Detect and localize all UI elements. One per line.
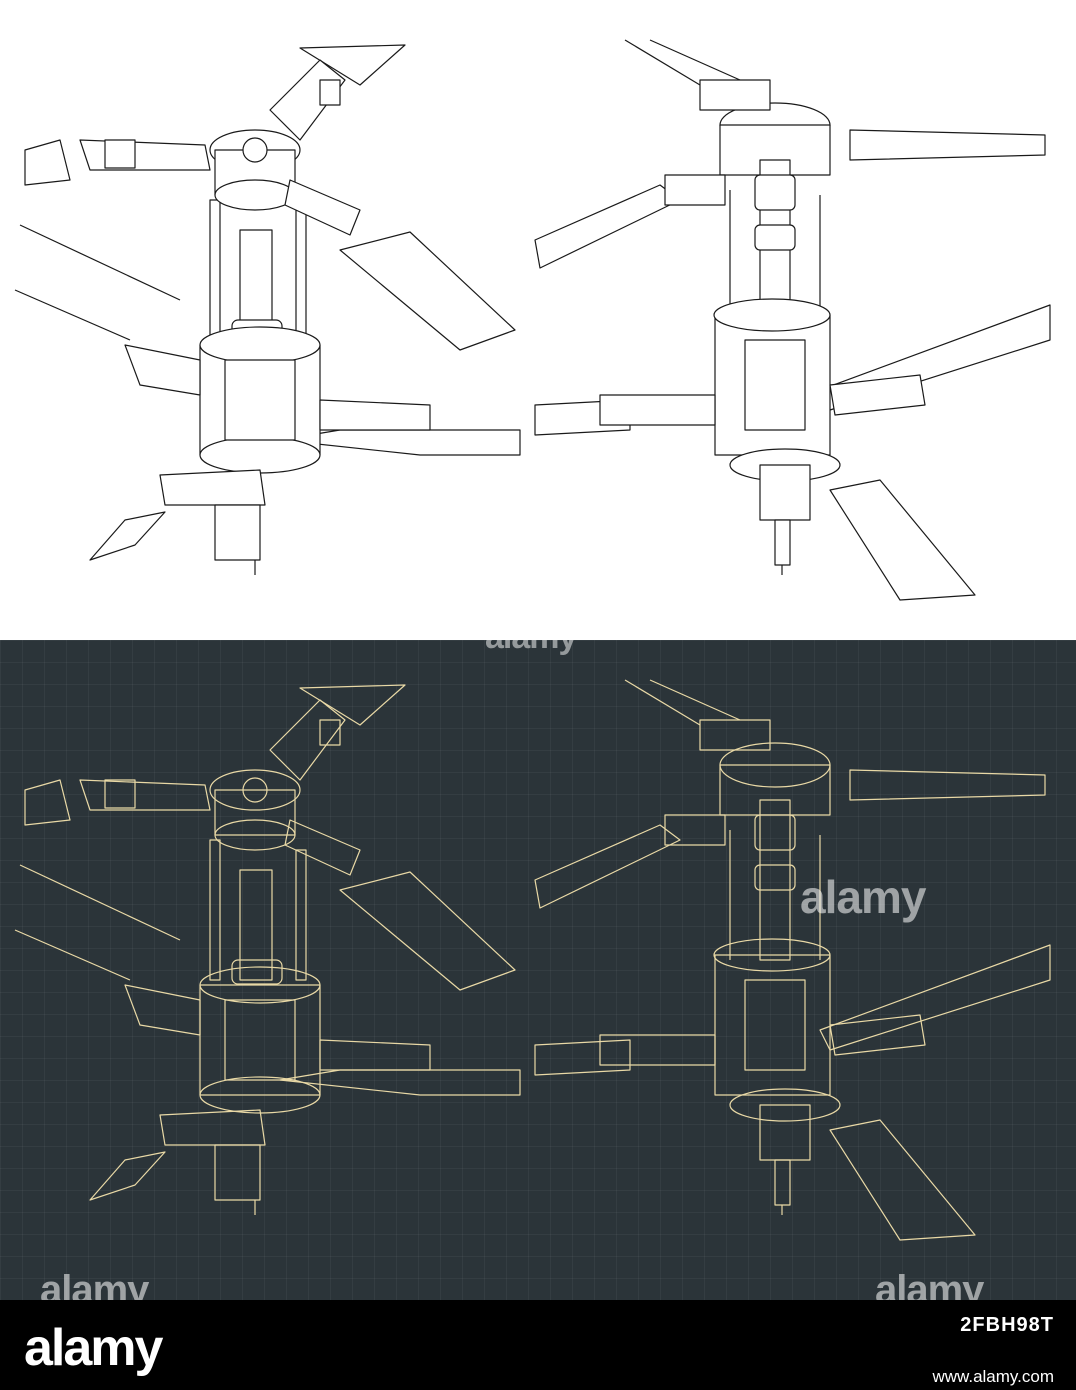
watermark-middle: alamy — [800, 871, 926, 923]
light-drawing-panel — [0, 0, 1076, 640]
footer-url[interactable]: www.alamy.com — [932, 1367, 1054, 1386]
watermark-bottom-right: alamy — [875, 1268, 984, 1300]
footer-bar: alamy 2FBH98T www.alamy.com — [0, 1300, 1076, 1390]
rotor-head-left-light — [14, 44, 521, 575]
rotor-head-drawing-light — [14, 39, 1051, 601]
dark-blueprint-panel: alamy alamy alamy alamy — [0, 640, 1076, 1300]
rotor-head-right-light — [534, 39, 1051, 601]
footer-logo: alamy — [24, 1319, 163, 1377]
rotor-head-left-dark — [14, 684, 521, 1215]
watermark-top: alamy — [485, 640, 577, 657]
rotor-head-right-dark — [534, 679, 1051, 1241]
rotor-head-drawing-dark — [14, 679, 1051, 1241]
image-code: 2FBH98T — [960, 1314, 1054, 1336]
footer-info: 2FBH98T www.alamy.com — [932, 1314, 1054, 1387]
watermark-bottom-left: alamy — [40, 1268, 149, 1300]
